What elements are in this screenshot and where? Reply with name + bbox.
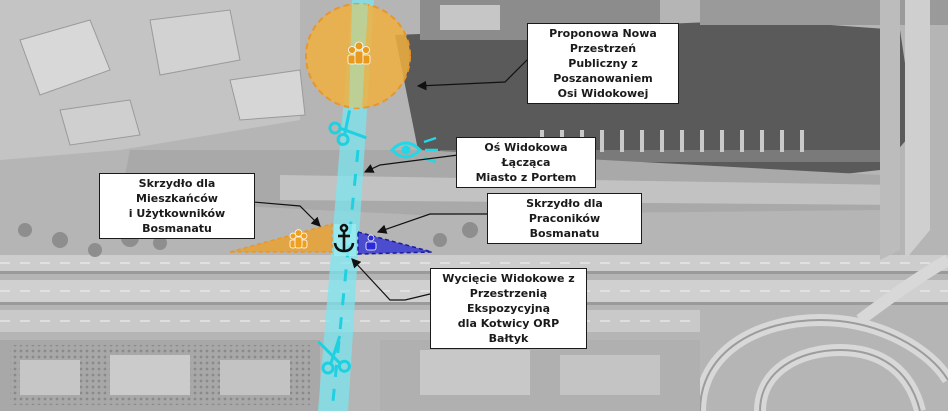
scissors-icon (317, 335, 351, 375)
public-space-label-line1: Proponowa Nowa Przestrzeń (549, 27, 657, 55)
cutout-label: Wycięcie Widokowe z Przestrzenią Ekspozy… (430, 268, 587, 349)
residents-wing-leader (252, 201, 321, 227)
public-space-leader (416, 56, 531, 91)
worker-icon (365, 234, 377, 251)
workers-wing-label: Skrzydło dla Praconików Bosmanatu (487, 193, 642, 244)
workers-wing-label-line1: Skrzydło dla Praconików (526, 197, 603, 225)
residents-wing-label-line2: i Użytkowników Bosmanatu (128, 207, 226, 235)
view-axis-dashed-line (330, 149, 360, 411)
view-axis-leader (363, 154, 459, 173)
people-group-icon (289, 229, 308, 249)
eye-icon (389, 136, 438, 164)
cutout-label-line1: Wycięcie Widokowe z (442, 272, 575, 285)
people-group-icon (347, 41, 371, 65)
public-space-label-line2: Publiczny z Poszanowaniem (553, 57, 653, 85)
view-axis-label: Oś Widokowa Łącząca Miasto z Portem (456, 137, 596, 188)
cutout-label-line2: Przestrzenią Ekspozycyjną (466, 287, 551, 315)
public-space-label: Proponowa Nowa Przestrzeń Publiczny z Po… (527, 23, 679, 104)
workers-wing-leader (376, 213, 488, 234)
workers-wing-area (357, 231, 433, 255)
cutout-label-line3: dla Kotwicy ORP Bałtyk (457, 317, 560, 345)
scissors-icon (328, 110, 367, 146)
cutout-leader (351, 258, 431, 301)
view-axis-label-line2: Miasto z Portem (475, 171, 577, 184)
view-axis-label-line1: Oś Widokowa Łącząca (484, 141, 568, 169)
residents-wing-label: Skrzydło dla Mieszkańców i Użytkowników … (99, 173, 255, 239)
residents-wing-label-line1: Skrzydło dla Mieszkańców (136, 177, 218, 205)
public-space-label-line3: Osi Widokowej (557, 87, 649, 100)
workers-wing-label-line2: Bosmanatu (529, 227, 600, 240)
anchor-icon (333, 223, 355, 253)
